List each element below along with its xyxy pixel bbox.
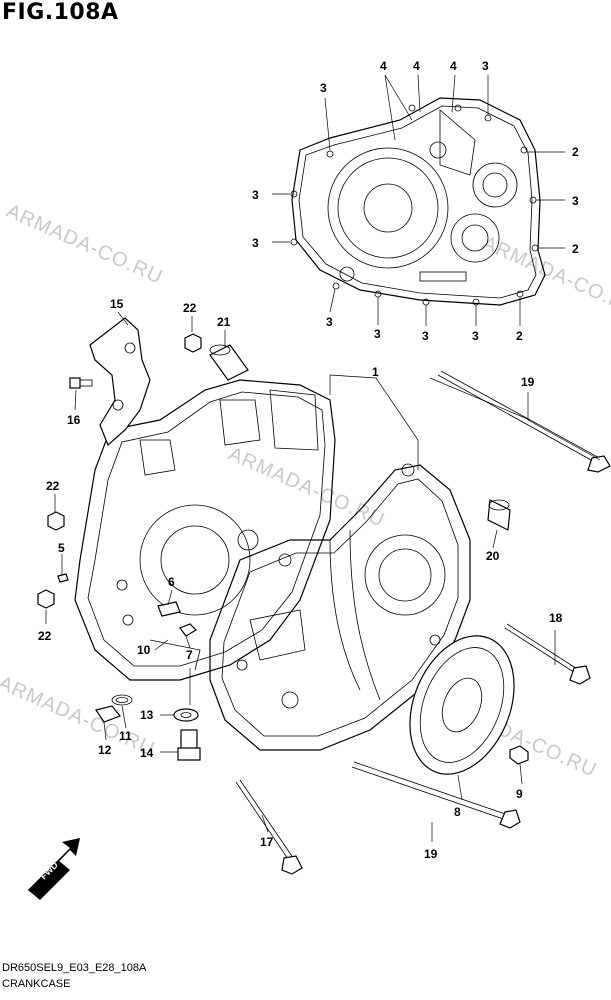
pin bbox=[57, 573, 69, 583]
callout-4: 4 bbox=[450, 59, 457, 73]
crankcase-left-half bbox=[74, 379, 336, 681]
leader-lines bbox=[45, 74, 601, 842]
callout-7: 7 bbox=[186, 648, 193, 662]
dowel-pin bbox=[487, 499, 511, 531]
callout-9: 9 bbox=[516, 787, 523, 801]
callout-15: 15 bbox=[110, 297, 124, 311]
callout-11: 11 bbox=[119, 729, 132, 743]
callout-12: 12 bbox=[98, 743, 112, 757]
callout-3: 3 bbox=[482, 59, 489, 73]
figure-title: FIG.108A bbox=[2, 0, 119, 25]
callout-4: 4 bbox=[380, 59, 387, 73]
bolt-small bbox=[179, 623, 197, 637]
callout-19: 19 bbox=[521, 375, 535, 389]
figure-caption: CRANKCASE bbox=[2, 978, 71, 990]
o-ring bbox=[111, 694, 133, 706]
callout-22: 22 bbox=[46, 479, 60, 493]
callout-8: 8 bbox=[454, 805, 461, 819]
callout-22: 22 bbox=[38, 629, 52, 643]
callout-10: 10 bbox=[137, 643, 151, 657]
callout-5: 5 bbox=[58, 541, 65, 555]
callout-14: 14 bbox=[140, 746, 154, 760]
crankcase-right-half bbox=[209, 463, 471, 751]
callout-4: 4 bbox=[413, 59, 420, 73]
callout-20: 20 bbox=[486, 549, 500, 563]
callout-3: 3 bbox=[326, 315, 333, 329]
long-bolt bbox=[351, 370, 611, 829]
callout-2: 2 bbox=[572, 145, 579, 159]
callout-16: 16 bbox=[67, 413, 81, 427]
callout-18: 18 bbox=[549, 611, 563, 625]
oil-strainer bbox=[95, 705, 121, 723]
callout-3: 3 bbox=[422, 329, 429, 343]
callout-3: 3 bbox=[252, 188, 259, 202]
callout-3: 3 bbox=[472, 329, 479, 343]
bolt-medium bbox=[235, 779, 303, 875]
callout-6: 6 bbox=[168, 575, 175, 589]
dowel-pin bbox=[209, 344, 249, 381]
callout-22: 22 bbox=[183, 301, 197, 315]
clamp bbox=[157, 601, 181, 617]
callout-1: 1 bbox=[372, 365, 379, 379]
bolt-small bbox=[69, 377, 93, 389]
drain-plug bbox=[177, 729, 201, 761]
bolt-medium bbox=[504, 623, 591, 685]
callout-3: 3 bbox=[252, 236, 259, 250]
callout-3: 3 bbox=[572, 194, 579, 208]
model-code: DR650SEL9_E03_E28_108A bbox=[2, 962, 147, 974]
nut bbox=[37, 333, 202, 609]
callout-3: 3 bbox=[320, 81, 327, 95]
callout-21: 21 bbox=[217, 315, 231, 329]
callout-labels: 3 4 4 4 3 2 3 2 3 3 3 3 3 3 2 1 19 15 22… bbox=[38, 59, 579, 861]
washer bbox=[173, 708, 199, 722]
callout-17: 17 bbox=[260, 835, 274, 849]
callout-2: 2 bbox=[572, 242, 579, 256]
callout-19: 19 bbox=[424, 847, 438, 861]
crankcase-gasket bbox=[290, 97, 546, 306]
fwd-arrow-icon bbox=[28, 838, 80, 900]
bracket bbox=[89, 317, 151, 447]
callout-3: 3 bbox=[374, 327, 381, 341]
bolt-small bbox=[509, 745, 529, 765]
callout-13: 13 bbox=[140, 708, 154, 722]
seal-plate bbox=[409, 635, 515, 775]
callout-2: 2 bbox=[516, 329, 523, 343]
